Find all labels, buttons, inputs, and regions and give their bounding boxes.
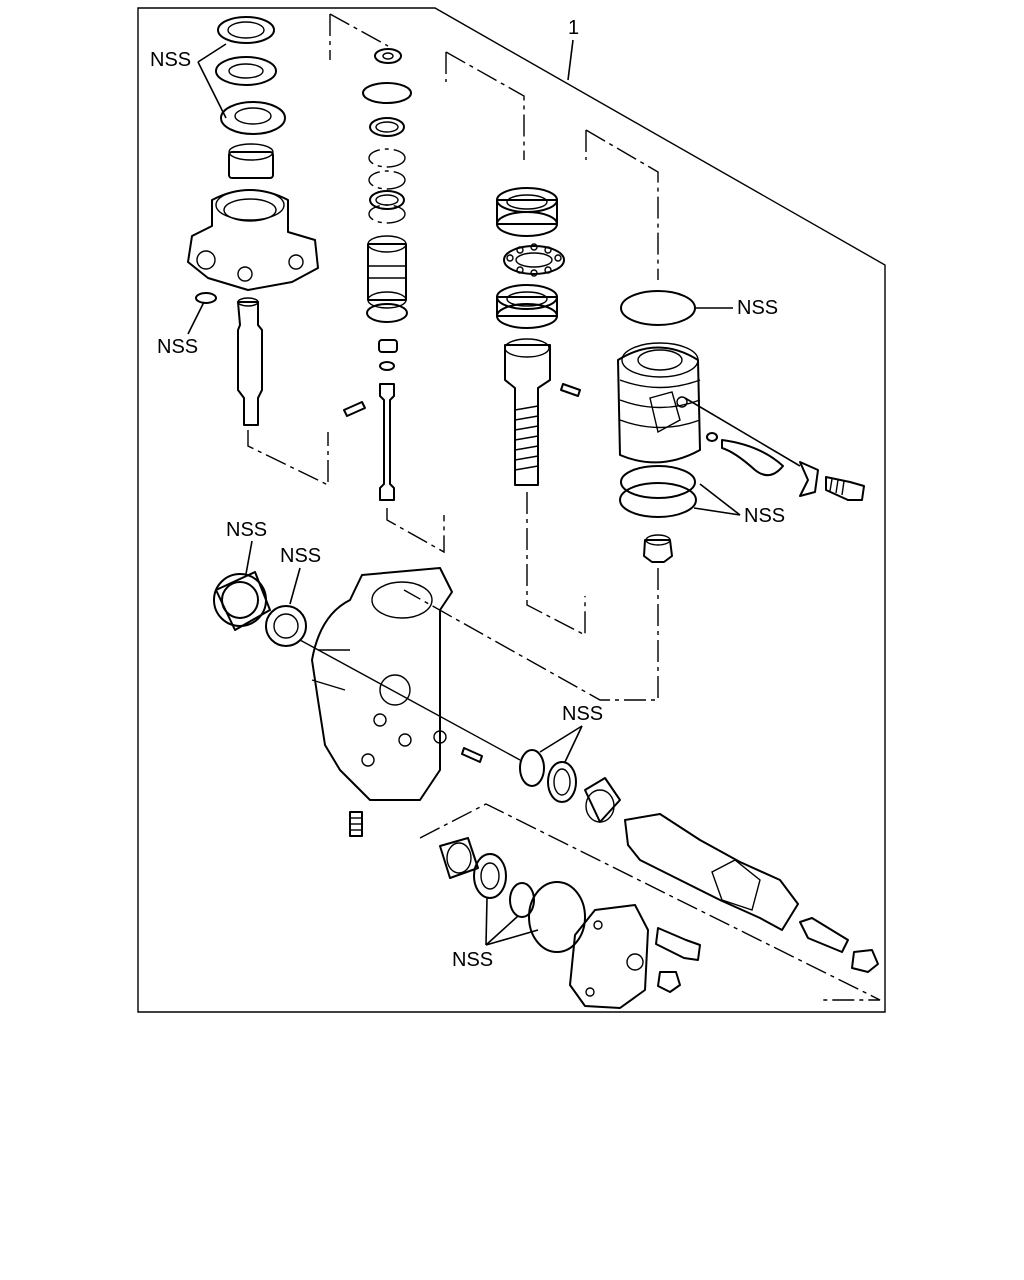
ring-5 (368, 204, 406, 224)
sector-seal-1 (519, 749, 545, 787)
cover-bearing (439, 837, 479, 879)
guide-line-col4-top (585, 129, 659, 280)
ball-guide-ring (706, 432, 718, 442)
washer-top (362, 82, 412, 104)
nss-label-sector-seals: NSS (562, 703, 603, 725)
gear-axis-line (299, 639, 521, 761)
sector-seal-2 (547, 761, 577, 803)
rack-piston-group (617, 290, 865, 563)
upper-housing (187, 189, 319, 291)
clip-small (379, 361, 395, 371)
bleeder-screw (461, 747, 483, 763)
callout-number-1: 1 (568, 17, 579, 39)
ring-3 (368, 170, 406, 190)
rack-piston (617, 346, 701, 464)
side-cover (569, 904, 649, 1009)
seal-ring-top (217, 16, 275, 44)
kit-boundary-frame (137, 7, 886, 1013)
gear-housing (311, 567, 453, 801)
bushing-small (378, 339, 398, 353)
ring-4 (369, 190, 405, 210)
roll-pin-left (343, 401, 366, 417)
piston-ring-lower-2 (619, 482, 697, 518)
cover-nut (657, 971, 681, 993)
needle-bearing-upper (228, 151, 274, 179)
cover-seal-1 (473, 853, 507, 899)
guide-line-col3-top (445, 51, 525, 160)
adjuster-bolt (799, 917, 849, 953)
sector-shaft (624, 813, 799, 931)
guide-line-col1-top (329, 13, 389, 60)
ring-1 (369, 117, 405, 137)
seal-ring-second (215, 56, 277, 86)
upper-bearing-group (187, 16, 319, 426)
nss-label-upper-bearing: NSS (150, 49, 191, 71)
ball-bearing (503, 245, 565, 275)
o-ring-small-left (195, 292, 217, 304)
guide-clamp (799, 461, 819, 497)
ring-2 (368, 148, 406, 168)
piston-seal-ring (620, 290, 696, 326)
guide-line-col1 (247, 430, 329, 487)
worm-shaft-group (496, 187, 581, 486)
sector-shaft-group (519, 749, 879, 973)
cover-seal-2 (509, 882, 535, 918)
nss-label-valve-ring: NSS (737, 297, 778, 319)
nss-label-piston-rings: NSS (744, 505, 785, 527)
cover-bolt (655, 927, 701, 961)
pinion-shaft (237, 301, 263, 426)
guide-line-sector (419, 803, 881, 1001)
nss-label-side-seal-inner: NSS (280, 545, 321, 567)
cover-gasket (528, 881, 586, 953)
side-seal-inner (265, 605, 307, 647)
piston-ring-lower-1 (620, 465, 696, 499)
lock-nut (851, 949, 879, 973)
clamp-bolt (825, 476, 865, 501)
nss-label-upper-oring: NSS (157, 336, 198, 358)
gear-housing-group (213, 567, 521, 837)
nss-label-cover-seals: NSS (452, 949, 493, 971)
callout-leader-1 (567, 39, 574, 81)
worm-shaft (504, 344, 551, 486)
adjust-screw (349, 811, 363, 837)
torsion-bar (379, 383, 395, 501)
sector-bearing (584, 777, 621, 823)
guide-line-col4 (403, 568, 659, 701)
valve-ring-stack (343, 48, 412, 501)
guide-line-col3 (526, 492, 586, 637)
valve-ring (366, 303, 408, 323)
nss-label-side-seal-outer: NSS (226, 519, 267, 541)
small-nut-top (374, 48, 402, 64)
side-cover-group (439, 837, 701, 1009)
guide-line-col2 (386, 508, 445, 554)
roll-pin-right (560, 383, 581, 397)
bearing-seal (220, 101, 286, 135)
ball-guide (721, 439, 784, 477)
